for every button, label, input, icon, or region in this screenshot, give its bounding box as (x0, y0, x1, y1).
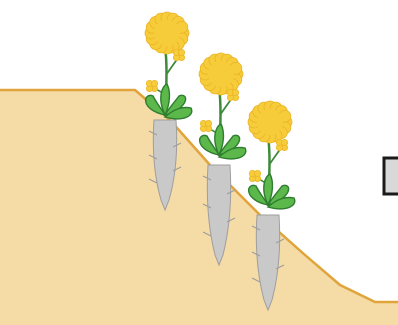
flower-head (199, 53, 243, 95)
flower-center (257, 109, 283, 135)
flower-head (248, 101, 292, 143)
flower-bud (227, 89, 238, 100)
bud-petal (205, 120, 211, 126)
flower-head (145, 12, 189, 54)
flower-bud (249, 170, 260, 181)
flower-bud (173, 49, 184, 60)
flower-bud (200, 120, 211, 131)
bud-petal (281, 139, 287, 145)
cropped-box-right-edge (384, 158, 398, 194)
bud-petal (232, 89, 238, 95)
bud-petal (178, 49, 184, 55)
flower-bud (276, 139, 287, 150)
flower-center (208, 61, 234, 87)
bud-petal (151, 80, 157, 86)
bud-petal (254, 170, 260, 176)
flower-bud (146, 80, 157, 91)
flower-center (154, 20, 180, 46)
